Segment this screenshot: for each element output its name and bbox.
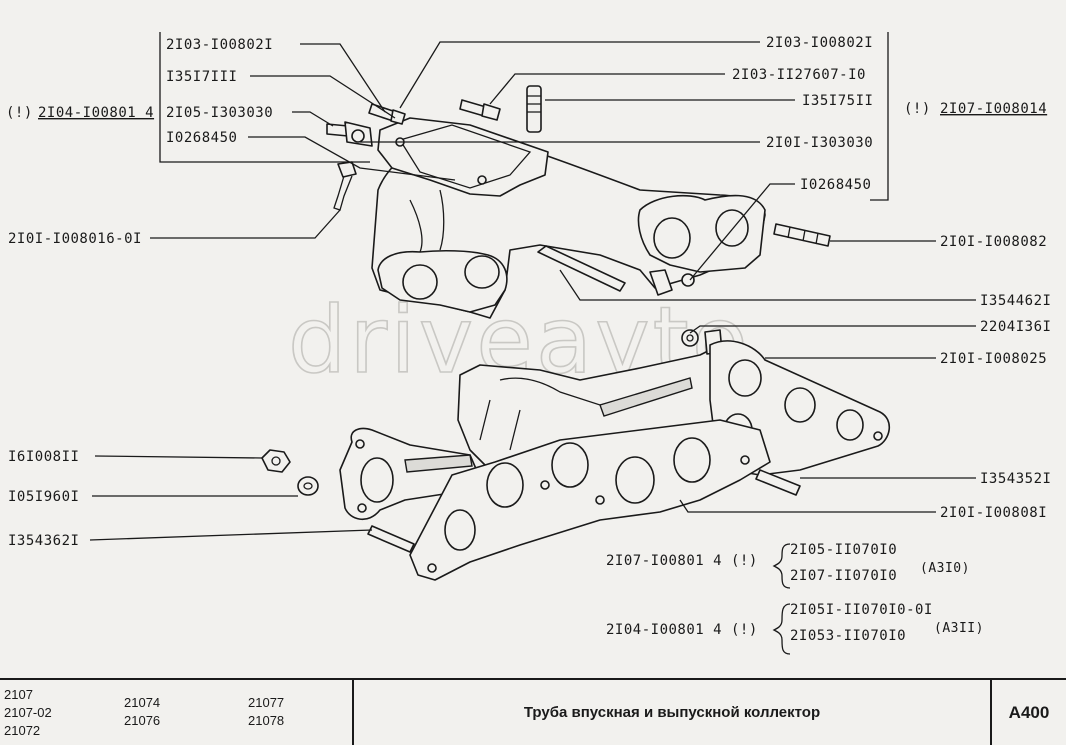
page-code: A400 xyxy=(1008,702,1050,722)
callout-label: I354362I xyxy=(8,533,79,549)
model-code: 2107 xyxy=(4,687,33,702)
bracket-clip xyxy=(333,161,357,211)
stud-right xyxy=(773,223,831,247)
bolt-upper-2 xyxy=(459,99,501,121)
model-code: 21078 xyxy=(248,713,285,728)
callout-label: 2I0I-I00808I xyxy=(940,505,1047,521)
callout-label: 2I03-I00802I xyxy=(766,35,873,51)
fitting-upper xyxy=(326,121,373,147)
stud-lower-right xyxy=(755,469,801,496)
callout-label: I6I008II xyxy=(8,449,79,465)
callout-label: 2I03-I00802I xyxy=(166,37,273,53)
app-tag-2: (A3II) xyxy=(934,621,984,636)
callout-label: 2I0I-I008016-0I xyxy=(8,231,142,247)
page-title: Труба впускная и выпускной коллектор xyxy=(354,680,992,745)
nut-lower xyxy=(261,449,291,473)
models-cell: 2107 2107-02 21072 21074 21076 21077 210… xyxy=(0,680,354,745)
app-item: 2I05I-II070I0-0I xyxy=(790,602,933,618)
callout-label: I354352I xyxy=(980,471,1051,487)
app-item: 2I053-II070I0 xyxy=(790,628,906,644)
note-right-code: 2I07-I008014 xyxy=(940,101,1047,117)
callout-label: I35I7III xyxy=(166,69,237,85)
model-code: 21076 xyxy=(124,713,161,728)
model-code: 2107-02 xyxy=(4,705,52,720)
app-code-1: 2I07-I00801 4 (!) xyxy=(606,553,758,569)
note-left-prefix: (!) xyxy=(6,105,33,121)
washer-lower xyxy=(297,476,319,496)
manifold-gasket xyxy=(409,419,771,581)
stud-lower-left xyxy=(367,525,415,553)
callout-label: 2204I36I xyxy=(980,319,1051,335)
models-column-3: 21077 21078 xyxy=(248,694,284,730)
app-code-2: 2I04-I00801 4 (!) xyxy=(606,622,758,638)
callout-label: 2I03-II27607-I0 xyxy=(732,67,866,83)
callout-label: I354462I xyxy=(980,293,1051,309)
callout-label: I05I960I xyxy=(8,489,79,505)
model-code: 21077 xyxy=(248,695,285,710)
stud-long xyxy=(537,245,626,292)
callout-label: 2I0I-I008082 xyxy=(940,234,1047,250)
models-column-1: 2107 2107-02 21072 xyxy=(4,686,52,740)
note-right-prefix: (!) xyxy=(904,101,931,117)
bracket-left xyxy=(159,32,370,163)
callout-label: 2I0I-I008025 xyxy=(940,351,1047,367)
bolt-upper-1 xyxy=(368,103,406,125)
model-code: 21072 xyxy=(4,723,41,738)
title-block: 2107 2107-02 21072 21074 21076 21077 210… xyxy=(0,678,1066,745)
callout-label: I35I75II xyxy=(802,93,873,109)
callout-label: I0268450 xyxy=(166,130,237,146)
app-item: 2I07-II070I0 xyxy=(790,568,897,584)
bracket-right xyxy=(870,32,889,201)
callout-label: I0268450 xyxy=(800,177,871,193)
app-tag-1: (A3I0) xyxy=(920,561,970,576)
app-item: 2I05-II070I0 xyxy=(790,542,897,558)
model-code: 21074 xyxy=(124,695,161,710)
leader-lines xyxy=(89,41,976,541)
callout-label: 2I0I-I303030 xyxy=(766,135,873,151)
note-left-code: 2I04-I00801 4 xyxy=(38,105,154,121)
stud-upper xyxy=(526,85,542,133)
callout-label: 2I05-I303030 xyxy=(166,105,273,121)
intake-pipe xyxy=(371,117,766,319)
models-column-2: 21074 21076 xyxy=(124,694,160,730)
parts-diagram: driveavto xyxy=(6,32,1051,655)
